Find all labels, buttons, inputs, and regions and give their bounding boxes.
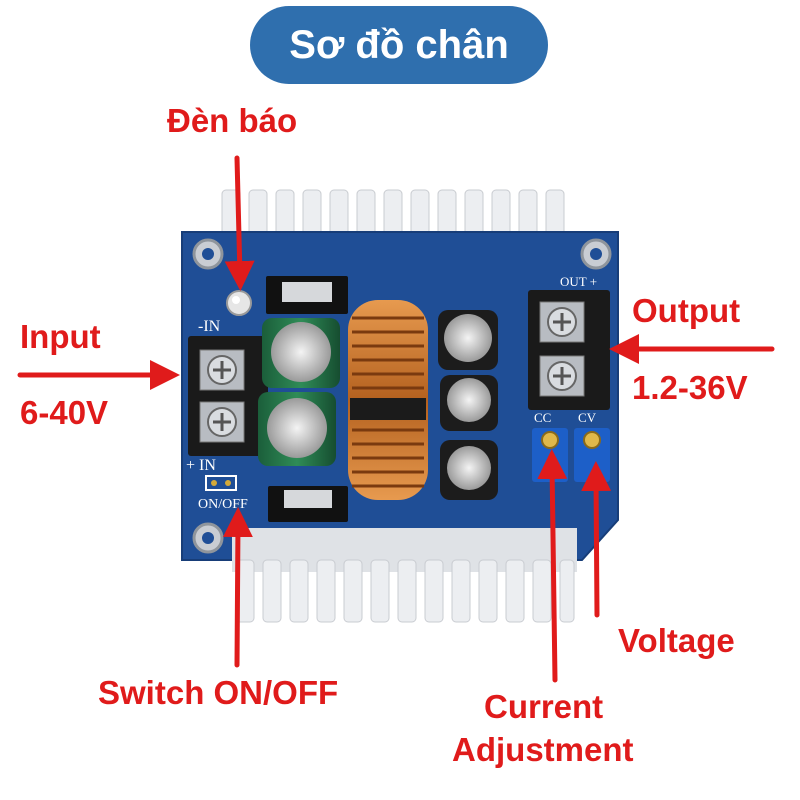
indicator-led <box>226 290 252 316</box>
input-capacitor-top <box>262 318 340 388</box>
input-capacitor-bottom <box>258 392 336 466</box>
output-capacitor-middle <box>440 375 498 431</box>
output-capacitor-top <box>438 310 498 370</box>
output-capacitor-bottom <box>440 440 498 500</box>
top-regulator-chip <box>266 276 348 314</box>
input-terminal-block <box>188 336 268 456</box>
current-label-line1: Current <box>484 688 604 725</box>
silk-cv: CV <box>578 410 597 425</box>
title-banner: Sơ đồ chân <box>250 6 548 84</box>
current-label-line2: Adjustment <box>452 731 634 768</box>
silk-plus-in: + IN <box>186 457 216 474</box>
output-label: Output <box>632 292 741 329</box>
voltage-arrow <box>581 461 612 618</box>
toroid-inductor <box>348 300 428 500</box>
silk-minus-in: -IN <box>198 318 221 335</box>
bottom-regulator-chip <box>268 486 348 522</box>
output-range-label: 1.2-36V <box>632 369 748 406</box>
current-arrow <box>537 449 568 683</box>
switch-label: Switch ON/OFF <box>98 674 339 711</box>
silk-out-plus: OUT + <box>560 274 597 289</box>
switch-jumper-pads <box>205 475 237 491</box>
output-terminal-block <box>528 290 610 410</box>
silk-on-off: ON/OFF <box>198 497 248 512</box>
input-label: Input <box>20 318 101 355</box>
indicator-arrow <box>224 155 255 291</box>
bottom-heatsink <box>232 528 577 623</box>
voltage-label: Voltage <box>618 622 735 659</box>
page-title: Sơ đồ chân <box>289 22 509 67</box>
switch-arrow <box>222 507 253 668</box>
input-range-label: 6-40V <box>20 394 109 431</box>
indicator-label: Đèn báo <box>167 102 298 139</box>
silk-cc: CC <box>534 410 551 425</box>
voltage-potentiometer <box>574 428 610 482</box>
